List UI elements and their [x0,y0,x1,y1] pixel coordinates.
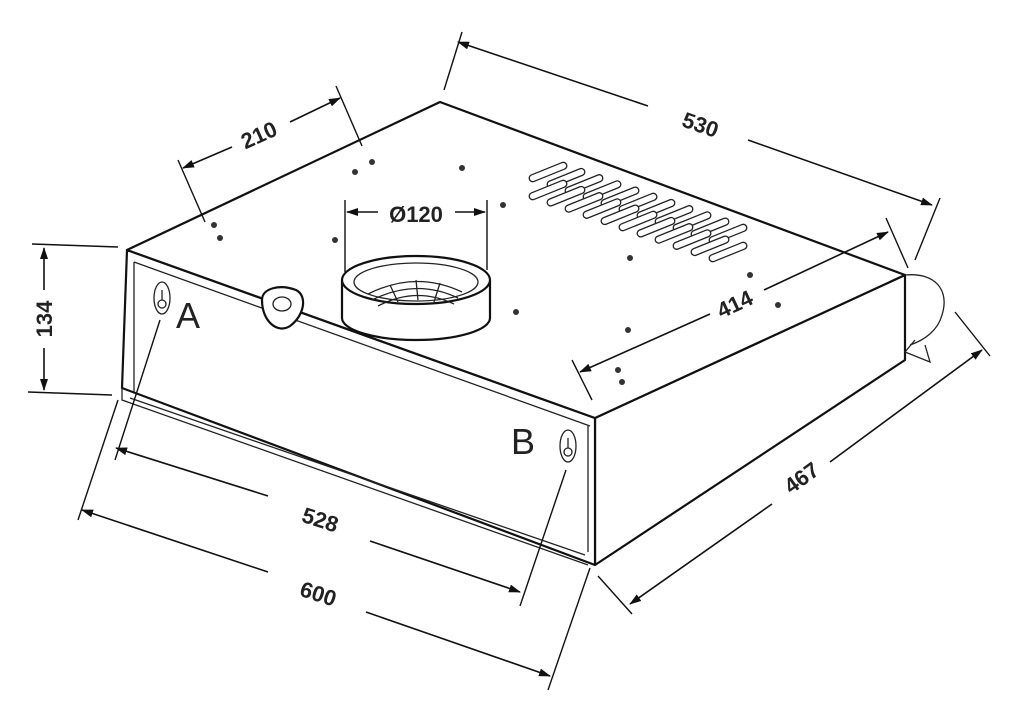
vent-slot [564,192,604,213]
keyhole-a-icon [153,281,171,315]
hole [369,159,375,165]
vent-slot [546,185,586,207]
vent-slot [618,210,658,232]
hole [352,169,358,175]
hole [747,272,753,278]
hole [625,327,631,333]
hole [615,367,621,373]
hole [217,235,223,241]
front-lip [121,388,589,566]
hole [332,237,338,243]
vent-slot [600,204,640,226]
hole [513,309,519,315]
hole [627,255,633,261]
front-top-edge [133,261,591,427]
vent-slot [582,198,622,219]
vent-slot [690,235,730,257]
vent-slot [708,241,748,263]
keyhole-b-icon [559,429,577,463]
hole [500,202,506,208]
dim-600-label: 600 [297,576,340,611]
dim-530: 530 [443,31,941,261]
hole [775,302,781,308]
vent-slot [672,229,712,250]
front-clip [260,286,305,330]
marker-b: B [511,421,535,462]
dim-134: 134 [27,243,119,396]
rear-foot [903,339,932,364]
rear-bracket [904,274,945,346]
hole [459,165,465,171]
dim-530-label: 530 [679,107,722,143]
vent-slot [654,223,694,244]
top-holes [211,159,781,385]
vent-slot [528,179,568,201]
dim-467-label: 467 [779,457,823,499]
dim-528-label: 528 [299,502,342,537]
vent-slots [528,161,748,263]
vent-slot [528,161,568,183]
front-lip-inner [129,397,586,556]
dim-134-label: 134 [32,300,57,337]
hole [211,222,217,228]
hood-body [120,100,945,567]
dim-210-label: 210 [237,116,281,154]
vent-slot [636,216,676,238]
marker-a: A [176,295,200,336]
dim-diameter: Ø120 [344,200,488,272]
dim-diameter-label: Ø120 [389,202,443,227]
hole [619,379,625,385]
duct-collar [340,254,492,342]
